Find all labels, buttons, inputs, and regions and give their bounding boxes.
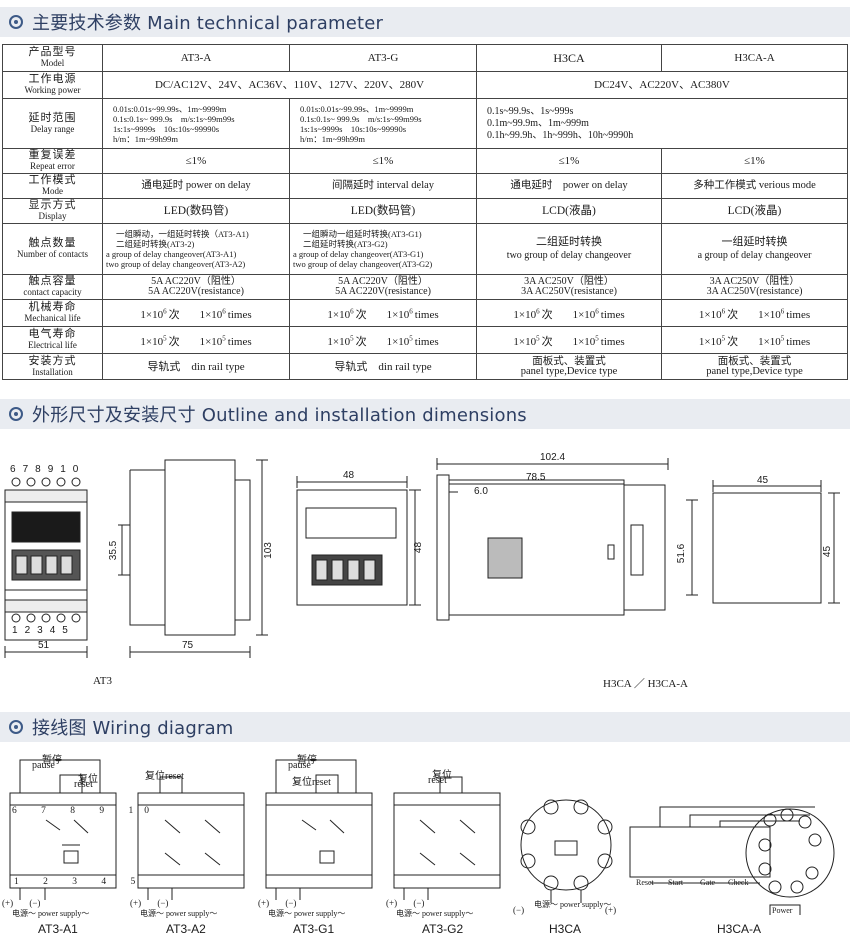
pause-label-1: pause	[32, 760, 55, 771]
dim-78-5: 78.5	[526, 472, 546, 483]
wiring-at3-a2	[137, 776, 245, 900]
wiring-diagrams	[9, 759, 835, 915]
caption-at3-a1: AT3-A1	[38, 922, 78, 936]
spec-section-header: 主要技术参数 Main technical parameter	[0, 7, 850, 37]
section-bullet-icon	[9, 407, 23, 421]
h3ca-side-view	[436, 458, 698, 621]
power-supply-4: (+) (−)	[386, 898, 425, 908]
caption-at3-a2: AT3-A2	[166, 922, 206, 936]
power-supply-label-3: 电源～ power supply～	[268, 909, 346, 918]
power-h3ca: DC24V、AC220V、AC380V	[476, 71, 848, 99]
power-at3: DC/AC12V、24V、AC36V、110V、127V、220V、280V	[102, 71, 477, 99]
section-bullet-icon	[9, 720, 23, 734]
reset-label-cn-4: 复位	[432, 770, 452, 781]
at3-front-view	[4, 477, 88, 658]
power-supply-3: (+) (−)	[258, 898, 297, 908]
dim-103: 103	[262, 542, 274, 559]
h3ca-rear-view	[712, 480, 840, 604]
h3caa-gate-label: Gate	[700, 878, 716, 887]
outline-drawings	[4, 458, 840, 658]
at3-top-terminal-numbers: 678910	[10, 464, 86, 475]
power-supply-label-h3ca: 电源～ power supply～	[534, 900, 612, 909]
model-at3g: AT3-G	[289, 44, 477, 72]
power-supply-2: (+) (−)	[130, 898, 169, 908]
power-supply-label-2: 电源～ power supply～	[140, 909, 218, 918]
h3caa-start-label: Start	[668, 878, 684, 887]
at3-a1-terminal-bot: 1 2 3 4 5	[14, 877, 147, 887]
caption-at3: AT3	[93, 675, 112, 687]
pause-label-cn-1: 暂停	[42, 755, 62, 766]
power-supply-label-1: 电源～ power supply～	[12, 909, 90, 918]
model-h3ca: H3CA	[476, 44, 662, 72]
power-supply-label-4: 电源～ power supply～	[396, 909, 474, 918]
h3ca-plus: (+)	[605, 905, 617, 915]
model-at3a: AT3-A	[102, 44, 290, 72]
dim-6-0: 6.0	[474, 486, 488, 497]
dim-102-4: 102.4	[540, 452, 566, 463]
outline-section-header: 外形尺寸及安装尺寸 Outline and installation dimen…	[0, 399, 850, 429]
dim-75: 75	[182, 640, 194, 651]
reset-label-cn-1: 复位	[78, 774, 98, 785]
model-h3caa: H3CA-A	[661, 44, 848, 72]
dim-35-5: 35.5	[108, 540, 120, 561]
at3-top-terminals	[11, 477, 81, 487]
section-bullet-icon	[9, 15, 23, 29]
wiring-section-header: 接线图 Wiring diagram	[0, 712, 850, 742]
caption-at3-g2: AT3-G2	[422, 922, 464, 936]
h3caa-reset-label: Reset	[636, 878, 654, 887]
at3-a1-terminal-top: 6 7 8 9 10	[12, 806, 160, 816]
dim-48-w: 48	[343, 470, 355, 481]
pause-label-cn-3: 暂停	[297, 755, 317, 766]
wiring-at3-g2	[393, 776, 501, 900]
at3-bottom-terminal-numbers: 12345	[12, 625, 75, 636]
outline-section-title: 外形尺寸及安装尺寸 Outline and installation dimen…	[32, 405, 527, 426]
h3ca-minus: (−)	[513, 905, 525, 915]
power-supply-1: (+) (−)	[2, 898, 41, 908]
wiring-at3-a1	[9, 759, 117, 900]
reset-label-1: reset	[74, 779, 93, 790]
h3ca-front-view	[296, 476, 421, 606]
dim-45-h: 45	[822, 545, 834, 558]
reset-label-4: reset	[428, 775, 447, 786]
wiring-at3-g1	[265, 759, 373, 900]
led-display	[11, 511, 81, 543]
spec-section-title: 主要技术参数 Main technical parameter	[32, 13, 384, 34]
h3caa-power-label: Power	[772, 906, 793, 915]
wiring-section-title: 接线图 Wiring diagram	[32, 718, 234, 739]
pause-label-3: pause	[288, 760, 311, 771]
h3caa-check-label: Check	[728, 878, 749, 887]
at3-side-view	[118, 459, 268, 658]
wiring-h3ca-a	[629, 806, 835, 915]
wiring-h3ca	[520, 799, 613, 903]
caption-h3ca: H3CA	[549, 922, 582, 936]
caption-at3-g1: AT3-G1	[293, 922, 335, 936]
dim-51: 51	[38, 640, 50, 651]
caption-h3ca-h3caa: H3CA ／ H3CA-A	[603, 678, 688, 690]
dim-45-w: 45	[757, 475, 769, 486]
caption-h3ca-a: H3CA-A	[717, 922, 762, 936]
dim-48-h: 48	[413, 541, 425, 554]
dim-51-6: 51.6	[676, 543, 688, 564]
reset-label-3: 复位reset	[292, 777, 331, 788]
reset-label-2: 复位reset	[145, 771, 184, 782]
